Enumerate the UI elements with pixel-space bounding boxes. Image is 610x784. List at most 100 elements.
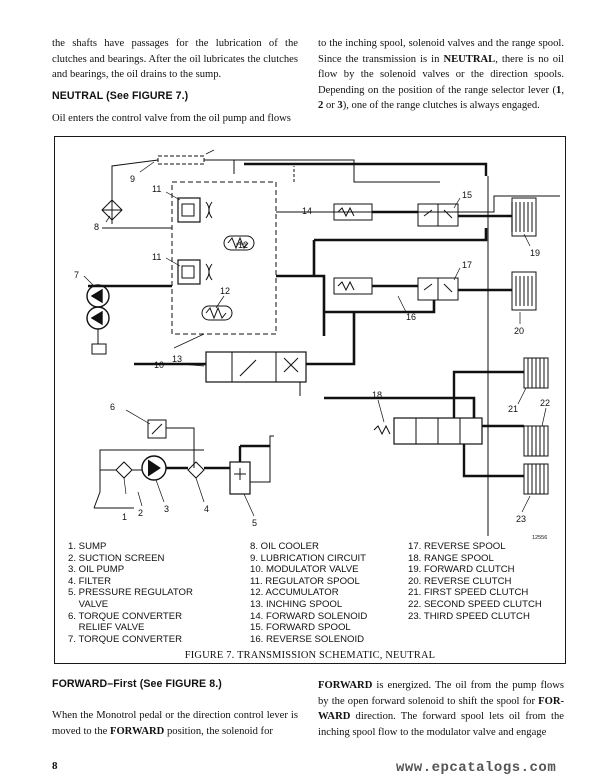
- text-run: , there is no oil flow by the solenoid v…: [318, 53, 564, 96]
- legend-item: 11. REGULATOR SPOOL: [250, 575, 360, 587]
- legend-item: VALVE: [68, 598, 109, 610]
- callout-23: 23: [516, 514, 526, 524]
- modulator-valve-box: [171, 181, 277, 335]
- paragraph-text: the shafts have passages for the lubrica…: [52, 38, 298, 80]
- text-run: direction. The forward spool lets oil fr…: [318, 711, 564, 738]
- body-paragraph-neutral: Oil enters the control valve from the oi…: [52, 111, 298, 127]
- legend-item: 13. INCHING SPOOL: [250, 598, 343, 610]
- legend-item: 6. TORQUE CONVERTER: [68, 610, 183, 622]
- legend-item: 12. ACCUMULATOR: [250, 587, 339, 599]
- oil-cooler-symbol: [101, 199, 123, 221]
- legend-item: 17. REVERSE SPOOL: [408, 541, 506, 552]
- callout-20: 20: [514, 326, 524, 336]
- legend-column-3: 17. REVERSE SPOOL 18. RANGE SPOOL 19. FO…: [408, 541, 542, 622]
- torque-converter-symbol: [86, 284, 110, 330]
- legend-item: RELIEF VALVE: [68, 622, 145, 634]
- callout-15: 15: [462, 190, 472, 200]
- emphasis-forward-direction: FOR-WARD: [318, 695, 564, 723]
- paragraph-text: to the inching spool, solenoid valves an…: [318, 36, 564, 114]
- legend-column-1: 1. SUMP 2. SUCTION SCREEN 3. OIL PUMP 4.…: [68, 541, 193, 645]
- legend-item: 22. SECOND SPEED CLUTCH: [408, 598, 542, 610]
- figure-id-code: 12556: [532, 535, 548, 541]
- body-paragraph-top-left: the shafts have passages for the lubrica…: [52, 36, 298, 83]
- accumulator-upper: [223, 235, 255, 251]
- reverse-clutch-symbol: [511, 271, 537, 311]
- legend-column-2: 8. OIL COOLER 9. LUBRICATION CIRCUIT 10.…: [250, 541, 367, 645]
- torque-converter-relief-valve: [147, 419, 167, 439]
- text-run: to the inching spool, solenoid valves an…: [318, 38, 564, 65]
- legend-item: 4. FILTER: [68, 575, 112, 587]
- callout-11b: 11: [152, 252, 161, 262]
- regulator-spool-lower: [177, 259, 201, 285]
- emphasis-range-3: 3: [337, 100, 343, 111]
- callout-19: 19: [530, 248, 540, 258]
- regulator-spool-upper: [177, 197, 201, 223]
- body-paragraph-bottom-right: FORWARD is energized. The oil from the p…: [318, 678, 564, 740]
- emphasis-range-2: 2: [318, 100, 324, 111]
- lubrication-line: [157, 155, 205, 165]
- callout-14: 14: [302, 206, 312, 216]
- filter-symbol: [187, 461, 205, 479]
- callout-18: 18: [372, 390, 382, 400]
- callout-10: 10: [154, 360, 164, 370]
- figure-frame: [54, 136, 566, 664]
- callout-17: 17: [462, 260, 472, 270]
- emphasis-forward: FORWARD: [109, 725, 165, 737]
- legend-item: 18. RANGE SPOOL: [408, 552, 494, 564]
- callout-1: 1: [122, 512, 127, 522]
- transmission-schematic: 1 2 3 4 5 6 7 8 9 10 11 11 12 12 13 14 1…: [74, 149, 560, 536]
- watermark: www.epcatalogs.com: [396, 760, 557, 776]
- callout-13: 13: [172, 354, 182, 364]
- callout-12a: 12: [238, 240, 248, 250]
- legend-item: 20. REVERSE CLUTCH: [408, 575, 512, 587]
- suction-screen-symbol: [115, 461, 133, 479]
- legend-item: 5. PRESSURE REGULATOR: [68, 587, 193, 599]
- page-number: 8: [52, 760, 58, 772]
- legend-item: 10. MODULATOR VALVE: [250, 564, 359, 576]
- callout-5: 5: [252, 518, 257, 528]
- legend-item: 7. TORQUE CONVERTER: [68, 633, 183, 645]
- legend-item: 15. FORWARD SPOOL: [250, 622, 351, 634]
- legend-item: 16. REVERSE SOLENOID: [250, 633, 365, 645]
- text-run: ,: [561, 84, 564, 96]
- section-heading-forward: FORWARD–First (See FIGURE 8.): [52, 678, 222, 690]
- reverse-solenoid-body: [333, 277, 373, 295]
- figure-caption: FIGURE 7. TRANSMISSION SCHEMATIC, NEUTRA…: [184, 650, 436, 661]
- emphasis-range-1: 1: [556, 84, 562, 96]
- callout-9: 9: [130, 174, 135, 184]
- emphasis-forward: FORWARD: [318, 680, 373, 691]
- legend-item: 1. SUMP: [68, 541, 107, 552]
- callout-4: 4: [204, 504, 209, 514]
- legend-item: 8. OIL COOLER: [250, 541, 319, 552]
- paragraph-text: FORWARD is energized. The oil from the p…: [318, 678, 564, 740]
- callout-22: 22: [540, 398, 550, 408]
- callout-7: 7: [74, 270, 79, 280]
- paragraph-text: Oil enters the control valve from the oi…: [52, 113, 291, 124]
- callout-21: 21: [508, 404, 518, 414]
- callout-3: 3: [164, 504, 169, 514]
- text-run: position, the solenoid for: [164, 725, 273, 737]
- emphasis-neutral: NEUTRAL: [443, 53, 496, 65]
- text-run: When the Monotrol pedal or the direction…: [52, 710, 298, 737]
- callout-12b: 12: [220, 286, 230, 296]
- callout-16: 16: [406, 312, 416, 322]
- legend-item: 3. OIL PUMP: [68, 564, 125, 576]
- text-run: or: [323, 100, 338, 111]
- inching-spool-body: [205, 351, 307, 383]
- first-speed-clutch-symbol: [523, 357, 549, 389]
- third-speed-clutch-symbol: [523, 463, 549, 495]
- legend-item: 14. FORWARD SOLENOID: [250, 610, 368, 622]
- callout-8: 8: [94, 222, 99, 232]
- section-heading-neutral: NEUTRAL (See FIGURE 7.): [52, 90, 189, 102]
- callout-2: 2: [138, 508, 143, 518]
- callout-11a: 11: [152, 184, 161, 194]
- text-run: ), one of the range clutches is always e…: [342, 100, 540, 111]
- legend-item: 21. FIRST SPEED CLUTCH: [408, 587, 529, 599]
- body-paragraph-bottom-left: When the Monotrol pedal or the direction…: [52, 708, 298, 739]
- legend-item: 19. FORWARD CLUTCH: [408, 564, 515, 576]
- second-speed-clutch-symbol: [523, 425, 549, 457]
- legend-item: 9. LUBRICATION CIRCUIT: [250, 552, 367, 564]
- legend-item: 2. SUCTION SCREEN: [68, 552, 165, 564]
- body-paragraph-top-right: to the inching spool, solenoid valves an…: [318, 36, 564, 114]
- forward-clutch-symbol: [511, 197, 537, 237]
